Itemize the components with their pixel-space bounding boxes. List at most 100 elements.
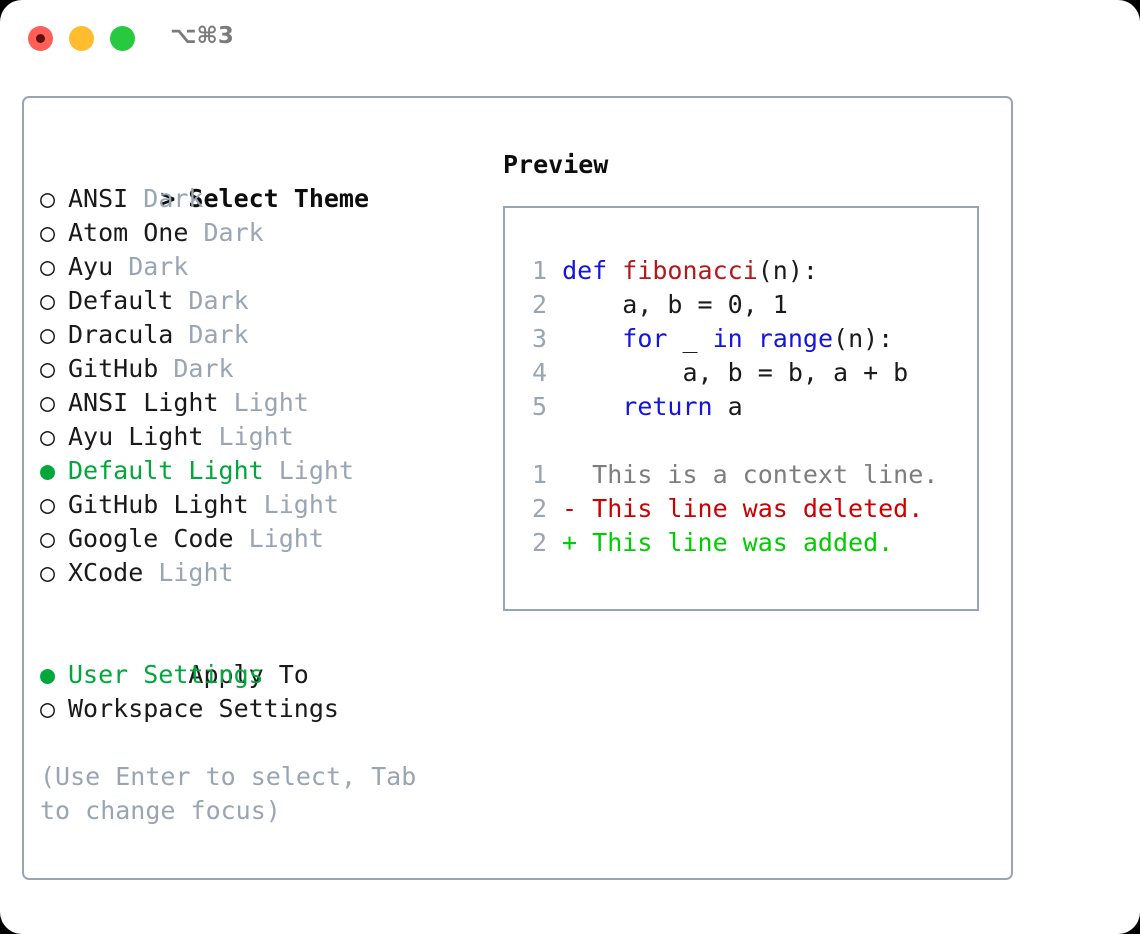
- theme-option-name: ANSI Light: [68, 388, 219, 417]
- select-theme-heading: > Select Theme: [40, 148, 490, 213]
- theme-option-ansi-light[interactable]: ○ ANSI Light Light: [40, 386, 490, 420]
- theme-list: ○ ANSI Dark○ Atom One Dark○ Ayu Dark○ De…: [40, 182, 490, 590]
- code-token: [547, 392, 622, 421]
- diff-sample: 1 This is a context line.2 - This line w…: [523, 458, 977, 560]
- preview-title: Preview: [503, 150, 609, 179]
- apply-to-option-workspace-settings[interactable]: ○ Workspace Settings: [40, 692, 490, 726]
- radio-unselected-icon: ○: [40, 388, 71, 417]
- radio-unselected-icon: ○: [40, 490, 71, 519]
- theme-option-name: Atom One: [68, 218, 189, 247]
- diff-line: 2 + This line was added.: [523, 526, 977, 560]
- radio-unselected-icon: ○: [40, 252, 71, 281]
- list-spacer: [40, 590, 490, 624]
- theme-option-atom-one[interactable]: ○ Atom One Dark: [40, 216, 490, 250]
- theme-option-github-light[interactable]: ○ GitHub Light Light: [40, 488, 490, 522]
- theme-option-variant: Dark: [128, 184, 204, 213]
- apply-to-option-label: Workspace Settings: [68, 694, 339, 723]
- prompt-caret-icon: >: [160, 184, 191, 213]
- theme-option-variant: Dark: [158, 354, 234, 383]
- radio-unselected-icon: ○: [40, 320, 71, 349]
- theme-option-name: ANSI: [68, 184, 129, 213]
- theme-option-google-code[interactable]: ○ Google Code Light: [40, 522, 490, 556]
- code-line-number: 3: [531, 324, 547, 353]
- theme-option-name: Dracula: [68, 320, 174, 349]
- code-token: (n):: [757, 256, 818, 285]
- code-line: 2 a, b = 0, 1: [523, 288, 977, 322]
- diff-line: 2 - This line was deleted.: [523, 492, 977, 526]
- radio-selected-icon: ●: [40, 660, 71, 689]
- keyboard-hint: (Use Enter to select, Tab to change focu…: [40, 762, 417, 825]
- radio-unselected-icon: ○: [40, 694, 71, 723]
- theme-option-default-light[interactable]: ● Default Light Light: [40, 454, 490, 488]
- maximize-window-button[interactable]: [110, 26, 135, 51]
- apply-to-list: ● User Settings○ Workspace Settings: [40, 658, 490, 726]
- theme-option-name: XCode: [68, 558, 144, 587]
- radio-unselected-icon: ○: [40, 558, 71, 587]
- theme-option-variant: Dark: [173, 286, 249, 315]
- theme-option-variant: Dark: [173, 320, 249, 349]
- theme-option-variant: Light: [143, 558, 234, 587]
- apply-to-heading-label: Apply To: [188, 660, 309, 689]
- code-line: 3 for _ in range(n):: [523, 322, 977, 356]
- theme-option-ansi[interactable]: ○ ANSI Dark: [40, 182, 490, 216]
- theme-option-variant: Dark: [188, 218, 264, 247]
- radio-unselected-icon: ○: [40, 524, 71, 553]
- diff-text: This line was added.: [577, 528, 894, 557]
- preview-column: Preview 1 def fibonacci(n):2 a, b = 0, 1…: [503, 148, 993, 611]
- code-token: [547, 324, 622, 353]
- radio-unselected-icon: ○: [40, 354, 71, 383]
- code-token: range: [757, 324, 834, 353]
- code-line: 4 a, b = b, a + b: [523, 356, 977, 390]
- code-token: (n):: [833, 324, 894, 353]
- theme-option-variant: Light: [263, 456, 354, 485]
- code-line-number: 4: [531, 358, 547, 387]
- diff-marker: -: [547, 494, 578, 523]
- theme-option-name: Default: [68, 286, 174, 315]
- theme-option-name: Google Code: [68, 524, 234, 553]
- code-token: def: [562, 256, 608, 285]
- diff-line-number: 1: [531, 460, 547, 489]
- radio-unselected-icon: ○: [40, 184, 71, 213]
- code-token: [607, 256, 622, 285]
- apply-to-option-user-settings[interactable]: ● User Settings: [40, 658, 490, 692]
- theme-option-variant: Light: [233, 524, 324, 553]
- radio-selected-icon: ●: [40, 456, 71, 485]
- radio-unselected-icon: ○: [40, 218, 71, 247]
- code-token: [743, 324, 758, 353]
- code-line-number: 5: [531, 392, 547, 421]
- code-token: _: [667, 324, 713, 353]
- theme-option-xcode[interactable]: ○ XCode Light: [40, 556, 490, 590]
- diff-text: This is a context line.: [577, 460, 939, 489]
- code-line-number: 2: [531, 290, 547, 319]
- title-bar: ⌥⌘3: [0, 0, 1140, 78]
- code-token: [547, 256, 562, 285]
- code-token: return: [622, 392, 713, 421]
- radio-unselected-icon: ○: [40, 422, 71, 451]
- theme-option-default[interactable]: ○ Default Dark: [40, 284, 490, 318]
- code-token: in: [712, 324, 743, 353]
- theme-option-variant: Light: [248, 490, 339, 519]
- code-token: a, b = 0, 1: [547, 290, 788, 319]
- close-window-button[interactable]: [28, 26, 53, 51]
- code-token: for: [622, 324, 668, 353]
- traffic-light-group: [28, 26, 135, 51]
- theme-option-name: Ayu: [68, 252, 114, 281]
- diff-marker: [547, 460, 577, 489]
- theme-option-dracula[interactable]: ○ Dracula Dark: [40, 318, 490, 352]
- diff-marker: +: [547, 528, 578, 557]
- radio-unselected-icon: ○: [40, 286, 71, 315]
- theme-option-ayu[interactable]: ○ Ayu Dark: [40, 250, 490, 284]
- apply-to-heading: Apply To: [40, 624, 490, 689]
- theme-chooser: > Select Theme ○ ANSI Dark○ Atom One Dar…: [40, 148, 490, 828]
- theme-option-github[interactable]: ○ GitHub Dark: [40, 352, 490, 386]
- code-line: 5 return a: [523, 390, 977, 424]
- theme-option-ayu-light[interactable]: ○ Ayu Light Light: [40, 420, 490, 454]
- minimize-window-button[interactable]: [69, 26, 94, 51]
- theme-option-name: GitHub Light: [68, 490, 249, 519]
- code-token: a, b = b, a + b: [547, 358, 909, 387]
- diff-line: 1 This is a context line.: [523, 458, 977, 492]
- theme-option-name: Ayu Light: [68, 422, 204, 451]
